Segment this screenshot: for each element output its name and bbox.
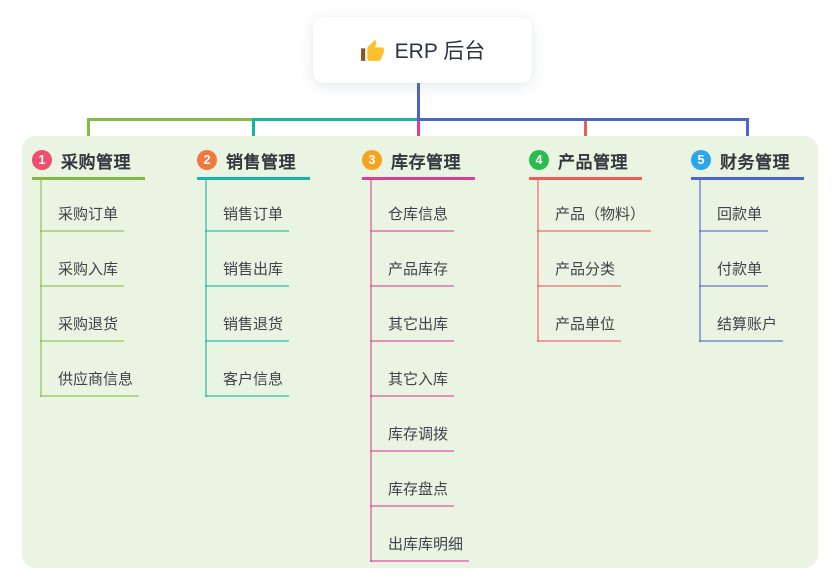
branch-child-rail <box>40 180 42 397</box>
child-node[interactable]: 销售出库 <box>205 260 290 287</box>
child-node[interactable]: 出库库明细 <box>370 535 470 562</box>
root-node-label: ERP 后台 <box>394 40 486 63</box>
branch-underline <box>32 177 145 180</box>
branch-underline <box>691 177 804 180</box>
branch-sales-title[interactable]: 2 销售管理 <box>197 148 310 172</box>
root-node[interactable]: ERP 后台 <box>313 17 532 83</box>
thumbs-up-icon <box>360 39 384 61</box>
child-node[interactable]: 结算账户 <box>699 315 784 342</box>
branch-index-badge: 2 <box>197 150 217 170</box>
connector-drop-sales <box>252 118 255 146</box>
branch-children-list: 仓库信息产品库存其它出库其它入库库存调拨库存盘点出库库明细 <box>362 205 475 562</box>
branch-children-list: 采购订单采购入库采购退货供应商信息 <box>32 205 145 397</box>
branch-underline <box>197 177 310 180</box>
branch-purchase-title[interactable]: 1 采购管理 <box>32 148 145 172</box>
branch-product: 4 产品管理 产品（物料） 产品分类产品单位 <box>529 148 652 342</box>
branch-children-list: 回款单付款单结算账户 <box>691 205 804 342</box>
child-node[interactable]: 其它入库 <box>370 370 455 397</box>
branch-sales: 2 销售管理 销售订单销售出库销售退货客户信息 <box>197 148 310 397</box>
child-node[interactable]: 付款单 <box>699 260 769 287</box>
branch-child-rail <box>205 180 207 397</box>
branch-purchase: 1 采购管理 采购订单采购入库采购退货供应商信息 <box>32 148 145 397</box>
child-node[interactable]: 库存盘点 <box>370 480 455 507</box>
branch-child-rail <box>370 180 372 562</box>
branch-finance: 5 财务管理 回款单付款单结算账户 <box>691 148 804 342</box>
branch-index-badge: 3 <box>362 150 382 170</box>
branch-title-label: 销售管理 <box>226 152 296 172</box>
child-node[interactable]: 销售订单 <box>205 205 290 232</box>
connector-spine-right <box>417 118 748 121</box>
branch-index-badge: 1 <box>32 150 52 170</box>
child-node[interactable]: 供应商信息 <box>40 370 140 397</box>
connector-root-stem <box>417 83 420 120</box>
child-node[interactable]: 产品单位 <box>537 315 622 342</box>
branch-children-list: 产品（物料） 产品分类产品单位 <box>529 205 652 342</box>
branch-finance-title[interactable]: 5 财务管理 <box>691 148 804 172</box>
branch-underline <box>362 177 475 180</box>
child-node[interactable]: 销售退货 <box>205 315 290 342</box>
connector-drop-inventory <box>417 121 420 146</box>
branch-index-badge: 4 <box>529 150 549 170</box>
branch-child-rail <box>537 180 539 342</box>
branch-group-panel <box>22 136 818 568</box>
child-node[interactable]: 其它出库 <box>370 315 455 342</box>
child-node[interactable]: 客户信息 <box>205 370 290 397</box>
connector-spine-left-inner <box>252 118 420 121</box>
child-node[interactable]: 仓库信息 <box>370 205 455 232</box>
branch-children-list: 销售订单销售出库销售退货客户信息 <box>197 205 310 397</box>
branch-child-rail <box>699 180 701 342</box>
branch-title-label: 产品管理 <box>558 152 628 172</box>
branch-inventory: 3 库存管理 仓库信息产品库存其它出库其它入库库存调拨库存盘点出库库明细 <box>362 148 475 562</box>
child-node[interactable]: 采购订单 <box>40 205 125 232</box>
branch-underline <box>529 177 642 180</box>
child-node[interactable]: 回款单 <box>699 205 769 232</box>
child-node[interactable]: 产品库存 <box>370 260 455 287</box>
child-node[interactable]: 采购退货 <box>40 315 125 342</box>
connector-drop-finance <box>746 118 749 146</box>
branch-title-label: 财务管理 <box>720 152 790 172</box>
child-node[interactable]: 产品分类 <box>537 260 622 287</box>
child-node[interactable]: 产品（物料） <box>537 205 652 232</box>
branch-product-title[interactable]: 4 产品管理 <box>529 148 651 172</box>
branch-title-label: 库存管理 <box>391 152 461 172</box>
branch-title-label: 采购管理 <box>61 152 131 172</box>
connector-drop-purchase <box>87 118 90 146</box>
child-node[interactable]: 库存调拨 <box>370 425 455 452</box>
connector-drop-product <box>584 121 587 146</box>
child-node[interactable]: 采购入库 <box>40 260 125 287</box>
branch-inventory-title[interactable]: 3 库存管理 <box>362 148 475 172</box>
branch-index-badge: 5 <box>691 150 711 170</box>
